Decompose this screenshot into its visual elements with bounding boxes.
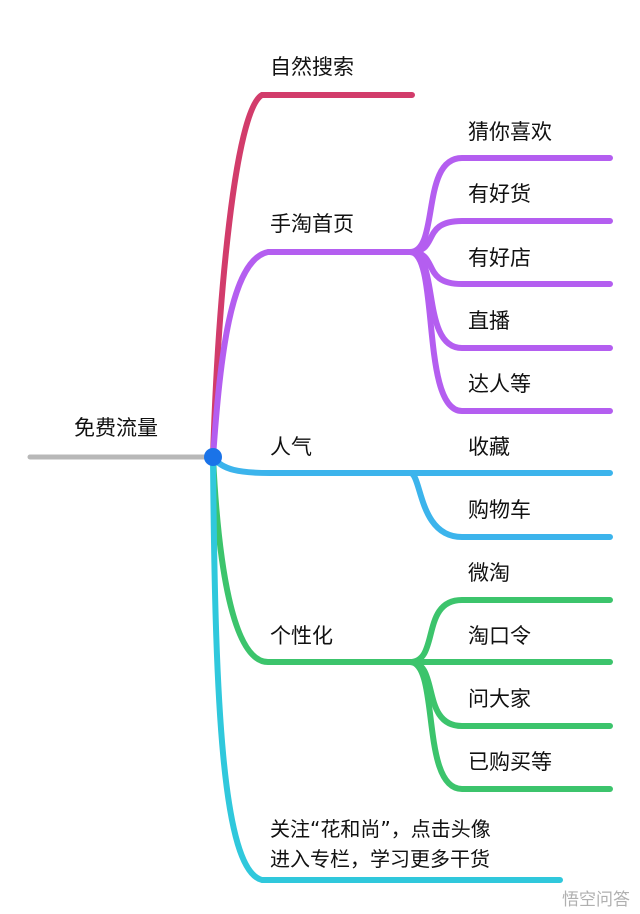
note-line: [210, 454, 563, 883]
leaf-purchased: 已购买等: [468, 750, 552, 774]
watermark: 悟空问答: [562, 890, 630, 910]
branch-label-popularity: 人气: [270, 435, 312, 459]
leaf-good-goods: 有好货: [468, 182, 531, 206]
leaf-line-popularity-1: [407, 470, 613, 540]
root-node: [204, 448, 222, 466]
leaf-guess-you-like: 猜你喜欢: [468, 120, 552, 144]
branch-line-homepage: [210, 249, 413, 460]
leaf-live: 直播: [468, 309, 510, 333]
branch-label-personalized: 个性化: [270, 624, 333, 648]
connector-lines: [27, 92, 613, 883]
follow-note: 关注“花和尚”，点击头像 进入专栏，学习更多干货: [270, 814, 491, 874]
leaf-ask-everyone: 问大家: [468, 687, 531, 711]
follow-note-line-1: 关注“花和尚”，点击头像: [270, 817, 491, 841]
branch-label-natural-search: 自然搜索: [270, 55, 354, 79]
branch-label-homepage: 手淘首页: [270, 212, 354, 236]
follow-note-line-2: 进入专栏，学习更多干货: [270, 847, 490, 871]
branch-line-natural-search: [210, 92, 415, 460]
leaf-line-personalized-3: [407, 659, 613, 792]
root-label: 免费流量: [74, 416, 158, 440]
leaf-line-homepage-4: [407, 249, 613, 414]
leaf-weitao: 微淘: [468, 561, 510, 585]
leaf-favorites: 收藏: [468, 435, 510, 459]
leaf-good-shops: 有好店: [468, 246, 531, 270]
leaf-cart: 购物车: [468, 498, 531, 522]
leaf-influencers: 达人等: [468, 372, 531, 396]
leaf-taokouling: 淘口令: [468, 624, 531, 648]
